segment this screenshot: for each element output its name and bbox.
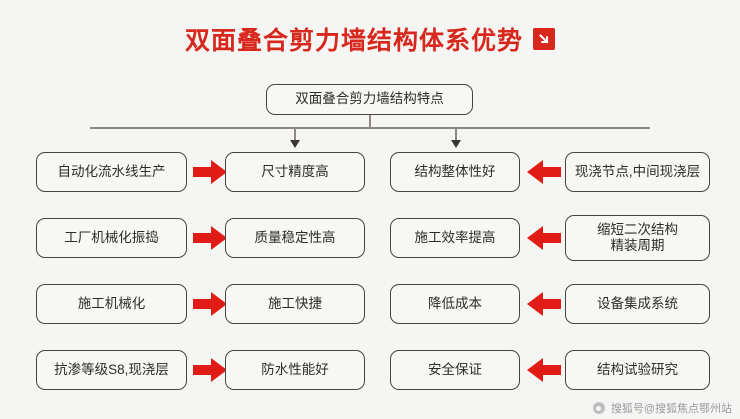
arrow-down-right-icon [533, 28, 555, 50]
effect-node-left-label: 尺寸精度高 [261, 163, 329, 179]
arrow-right-icon [193, 357, 227, 383]
sohu-logo-icon [592, 402, 605, 414]
arrow-right-icon [193, 225, 227, 251]
cause-node-right[interactable]: 现浇节点,中间现浇层 [565, 152, 710, 192]
cause-node-right[interactable]: 设备集成系统 [565, 284, 710, 324]
cause-node-right[interactable]: 结构试验研究 [565, 350, 710, 390]
arrow-left-icon [527, 159, 561, 185]
effect-node-left[interactable]: 尺寸精度高 [225, 152, 365, 192]
cause-node-left[interactable]: 自动化流水线生产 [36, 152, 187, 192]
connector-bar [90, 127, 650, 129]
cause-node-right-label: 设备集成系统 [597, 295, 678, 311]
cause-node-right-label: 缩短二次结构 [597, 222, 678, 238]
cause-node-left[interactable]: 抗渗等级S8,现浇层 [36, 350, 187, 390]
effect-node-left[interactable]: 质量稳定性高 [225, 218, 365, 258]
page-header: 双面叠合剪力墙结构体系优势 [0, 18, 740, 60]
cause-node-right-label: 现浇节点,中间现浇层 [574, 163, 701, 179]
arrow-left-icon [527, 225, 561, 251]
cause-node-left-label: 抗渗等级S8,现浇层 [54, 361, 169, 377]
effect-node-right[interactable]: 安全保证 [390, 350, 520, 390]
effect-node-right-label: 安全保证 [428, 361, 482, 377]
connector-branch-right [455, 127, 457, 141]
cause-node-right-label: 结构试验研究 [597, 361, 678, 377]
cause-node-left-label: 施工机械化 [77, 295, 146, 311]
effect-node-right-label: 施工效率提高 [414, 229, 496, 245]
cause-node-left-label: 工厂机械化振捣 [64, 229, 159, 245]
effect-node-left[interactable]: 施工快捷 [225, 284, 365, 324]
effect-node-right-label: 结构整体性好 [414, 163, 496, 179]
root-node-label: 双面叠合剪力墙结构特点 [295, 91, 444, 107]
effect-node-left[interactable]: 防水性能好 [225, 350, 365, 390]
effect-node-left-label: 质量稳定性高 [254, 229, 336, 245]
connector-arrowhead-left [290, 140, 300, 148]
arrow-right-icon [193, 159, 227, 185]
cause-node-left[interactable]: 施工机械化 [36, 284, 187, 324]
cause-node-right[interactable]: 缩短二次结构 精装周期 [565, 215, 710, 261]
arrow-left-icon [527, 357, 561, 383]
effect-node-right[interactable]: 施工效率提高 [390, 218, 520, 258]
root-node[interactable]: 双面叠合剪力墙结构特点 [266, 84, 473, 115]
arrow-right-icon [193, 291, 227, 317]
arrow-left-icon [527, 291, 561, 317]
cause-node-right-label-line2: 精装周期 [610, 238, 665, 253]
cause-node-left[interactable]: 工厂机械化振捣 [36, 218, 187, 258]
effect-node-right[interactable]: 结构整体性好 [390, 152, 520, 192]
effect-node-left-label: 防水性能好 [261, 361, 329, 377]
connector-arrowhead-right [451, 140, 461, 148]
connector-trunk [369, 115, 371, 128]
watermark: 搜狐号@搜狐焦点鄂州站 [592, 400, 732, 416]
cause-node-left-label: 自动化流水线生产 [57, 163, 166, 179]
connector-branch-left [294, 127, 296, 141]
page-title: 双面叠合剪力墙结构体系优势 [184, 27, 523, 55]
watermark-text: 搜狐号@搜狐焦点鄂州站 [610, 403, 732, 415]
effect-node-right[interactable]: 降低成本 [390, 284, 520, 324]
effect-node-right-label: 降低成本 [428, 295, 482, 311]
effect-node-left-label: 施工快捷 [268, 295, 322, 311]
